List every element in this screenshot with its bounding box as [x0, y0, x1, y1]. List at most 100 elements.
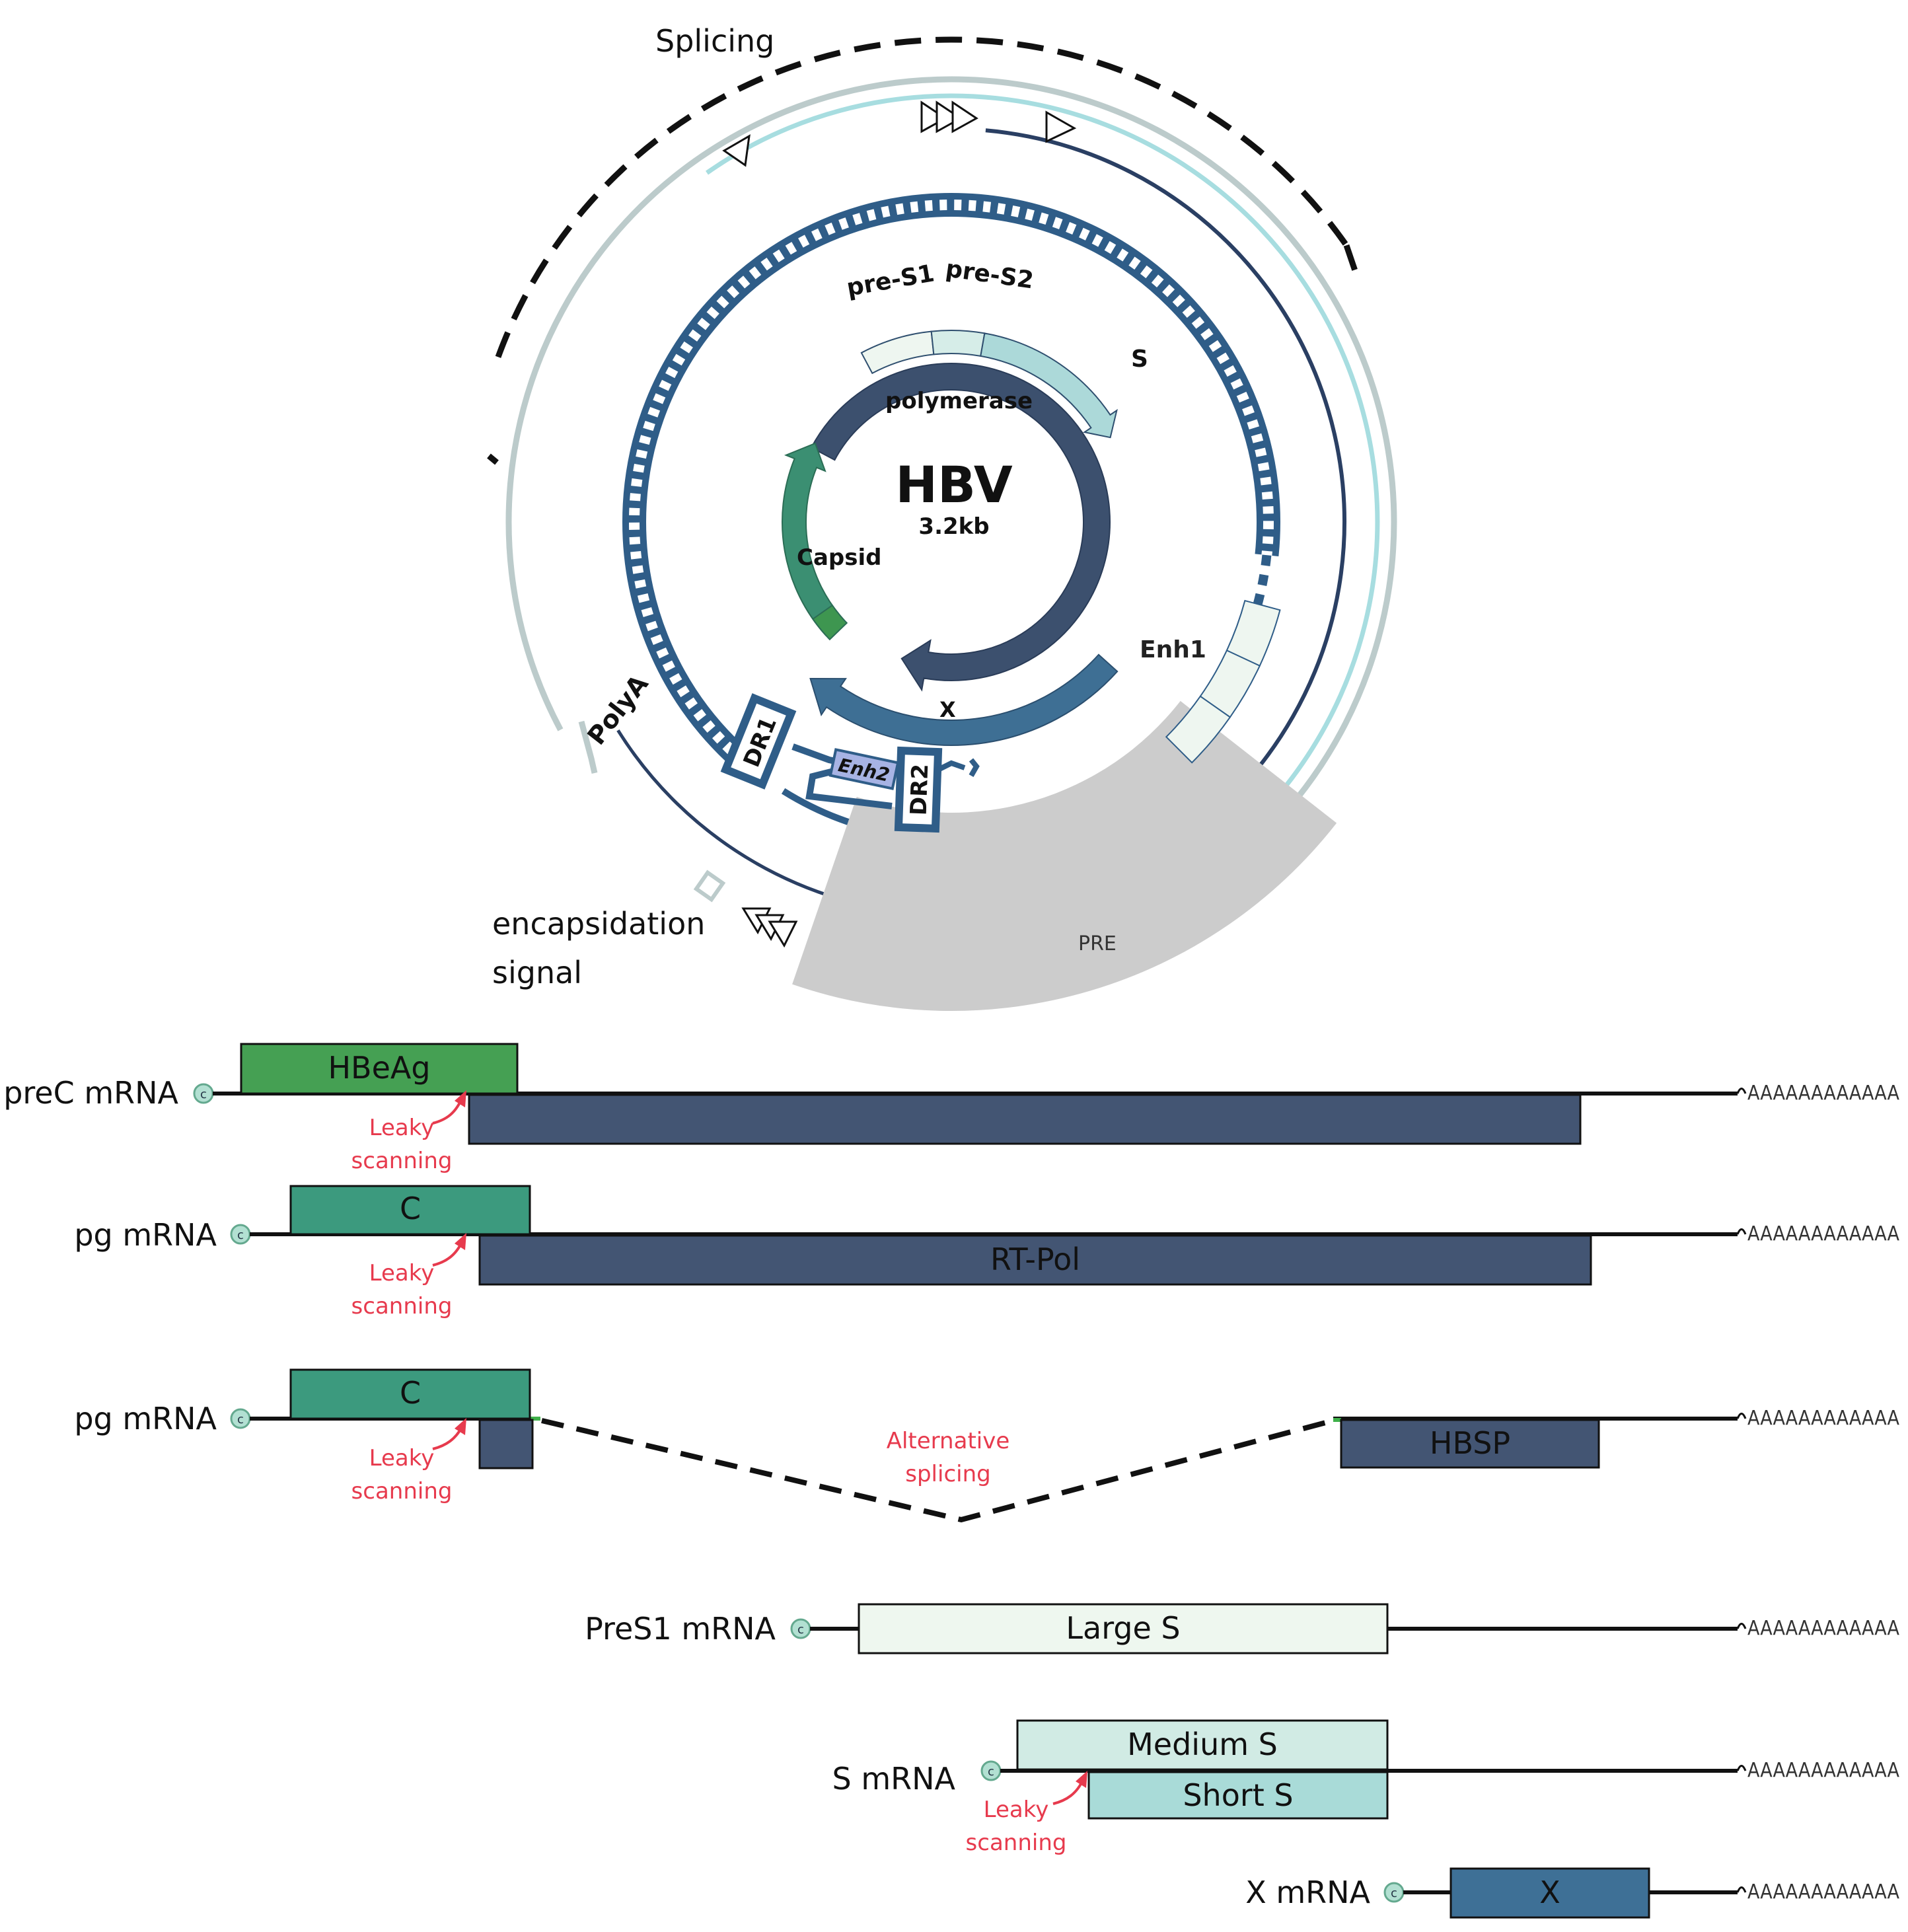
- enh1-box: [1165, 695, 1231, 764]
- c-box: [289, 1368, 531, 1420]
- hbeag-box: [240, 1043, 519, 1095]
- encapsidation-box: [693, 870, 726, 903]
- capsid-gene-arrow: [782, 442, 844, 636]
- pol-fragment-box: [478, 1419, 534, 1469]
- transcript-row-prec: preC mRNA c HBeAg Leaky scanning AAAAAAA…: [3, 1043, 1899, 1174]
- rt-pol-box: [478, 1234, 1592, 1286]
- genome-map: PRE Enh1 pre-S1 pre-S2 S polymerase Caps…: [487, 23, 1397, 1011]
- c-label: C: [400, 1375, 421, 1411]
- medium-s-box: [1016, 1719, 1389, 1771]
- s-label: S: [1131, 346, 1148, 373]
- c-box: [289, 1185, 531, 1236]
- hbeag-label: HBeAg: [328, 1050, 430, 1086]
- alternative-splicing-dash: [541, 1418, 1335, 1523]
- outer-transcript-gray: [505, 76, 1397, 909]
- splicing-dashed-arc: [495, 36, 1358, 358]
- splicing-end-left: [487, 453, 499, 465]
- x-gene-label: X: [939, 697, 956, 722]
- leaky-arrowhead-icon: [455, 1090, 466, 1107]
- polya-tail: AAAAAAAAAAAA: [1747, 1222, 1899, 1245]
- cap-glyph: c: [200, 1088, 207, 1101]
- x-label: X: [1539, 1875, 1560, 1910]
- leaky-arrowhead-icon: [455, 1233, 466, 1250]
- transcript-row-x: X mRNA c X AAAAAAAAAAAA: [1245, 1867, 1899, 1919]
- alt-splicing-label-2: splicing: [905, 1461, 990, 1487]
- promoter-triangle-icon: [951, 100, 978, 133]
- x-gene-arrow: [809, 653, 1119, 746]
- cap-glyph: c: [1391, 1886, 1397, 1900]
- short-s-box: [1087, 1771, 1389, 1820]
- promoter-triangle-icon: [1045, 110, 1077, 143]
- capsid-precore-segment: [811, 604, 848, 641]
- enh1-region: [1165, 599, 1281, 764]
- polya-squiggle-icon: [1736, 1623, 1747, 1629]
- leaky-scanning-note: Leaky scanning: [966, 1771, 1087, 1856]
- alt-splicing-label: Alternative: [887, 1428, 1010, 1454]
- polya-tail: AAAAAAAAAAAA: [1747, 1407, 1899, 1430]
- c-label: C: [400, 1191, 421, 1226]
- leaky-arrowhead-icon: [455, 1418, 466, 1435]
- leaky-arrowhead-icon: [1076, 1771, 1087, 1788]
- polya-tail: AAAAAAAAAAAA: [1747, 1082, 1899, 1105]
- large-s-box: [858, 1603, 1389, 1654]
- transcript-label: preC mRNA: [3, 1075, 178, 1111]
- hbsp-label: HBSP: [1430, 1425, 1510, 1461]
- medium-s-label: Medium S: [1127, 1727, 1278, 1762]
- promoter-triangles-bottom: [741, 907, 798, 948]
- genome-size: 3.2kb: [918, 513, 989, 540]
- scanning-label: scanning: [351, 1478, 453, 1505]
- transcript-label: X mRNA: [1245, 1875, 1370, 1910]
- polymerase-box: [468, 1094, 1582, 1145]
- pre-s2-segment: [930, 330, 986, 357]
- transcript-label: pg mRNA: [74, 1401, 217, 1436]
- polya-tail: AAAAAAAAAAAA: [1747, 1617, 1899, 1640]
- cap-glyph: c: [237, 1413, 244, 1427]
- encapsidation-label: encapsidation: [492, 906, 705, 942]
- polya-squiggle-icon: [1736, 1886, 1747, 1893]
- cap-glyph: c: [797, 1623, 804, 1637]
- transcript-label: PreS1 mRNA: [585, 1611, 776, 1647]
- enh2-box: Enh2: [828, 748, 900, 790]
- hbsp-box: [1340, 1419, 1600, 1469]
- dr1-box: DR1: [720, 693, 797, 790]
- splicing-label: Splicing: [655, 23, 774, 59]
- polya-tail: AAAAAAAAAAAA: [1747, 1880, 1899, 1904]
- promoter-triangle-icon: [936, 100, 963, 133]
- pre-s1-label: pre-S1: [844, 260, 936, 302]
- polymerase-label: polymerase: [885, 388, 1033, 414]
- polya-squiggle-icon: [1736, 1088, 1747, 1094]
- leaky-scanning-note: Leaky scanning: [351, 1233, 466, 1319]
- pre-region: [792, 700, 1337, 1011]
- leaky-label: Leaky: [369, 1260, 435, 1286]
- pre-s2-label: pre-S2: [944, 255, 1035, 294]
- cap-glyph: c: [988, 1765, 994, 1779]
- scanning-label: scanning: [351, 1293, 453, 1319]
- polya-label: PolyA: [581, 669, 654, 751]
- leaky-scanning-note: Leaky scanning: [351, 1418, 466, 1505]
- polya-squiggle-icon: [1736, 1765, 1747, 1771]
- scanning-label: scanning: [966, 1830, 1067, 1856]
- short-s-label: Short S: [1183, 1777, 1293, 1813]
- polya-tail: AAAAAAAAAAAA: [1747, 1759, 1899, 1782]
- transcript-map: preC mRNA c HBeAg Leaky scanning AAAAAAA…: [3, 1043, 1899, 1919]
- s-gene-arrow: [980, 332, 1118, 439]
- pre-label: PRE: [1078, 932, 1117, 955]
- x-box: [1449, 1867, 1650, 1919]
- transcript-row-pg-1: pg mRNA c C RT-Pol Leaky scanning AAAAAA…: [74, 1185, 1899, 1319]
- dr2-hook: [937, 758, 980, 777]
- leaky-scanning-note: Leaky scanning: [351, 1090, 466, 1174]
- leaky-label: Leaky: [984, 1797, 1049, 1823]
- transcript-row-pg-2: pg mRNA c C Alternative splicing HBSP Le…: [74, 1368, 1899, 1523]
- rt-pol-label: RT-Pol: [990, 1242, 1080, 1277]
- polya-squiggle-icon: [1736, 1228, 1747, 1235]
- leaky-label: Leaky: [369, 1445, 435, 1471]
- transcript-row-pres1: PreS1 mRNA c Large S AAAAAAAAAAAA: [585, 1603, 1899, 1654]
- promoter-triangle-icon: [722, 134, 751, 167]
- capsid-label: Capsid: [797, 544, 881, 571]
- large-s-label: Large S: [1066, 1610, 1180, 1646]
- scanning-label: scanning: [351, 1148, 453, 1174]
- dr2-box: DR2: [894, 746, 943, 833]
- transcript-row-s: S mRNA c Medium S Short S Leaky scanning…: [832, 1719, 1899, 1856]
- promoter-triangle-icon: [768, 920, 798, 948]
